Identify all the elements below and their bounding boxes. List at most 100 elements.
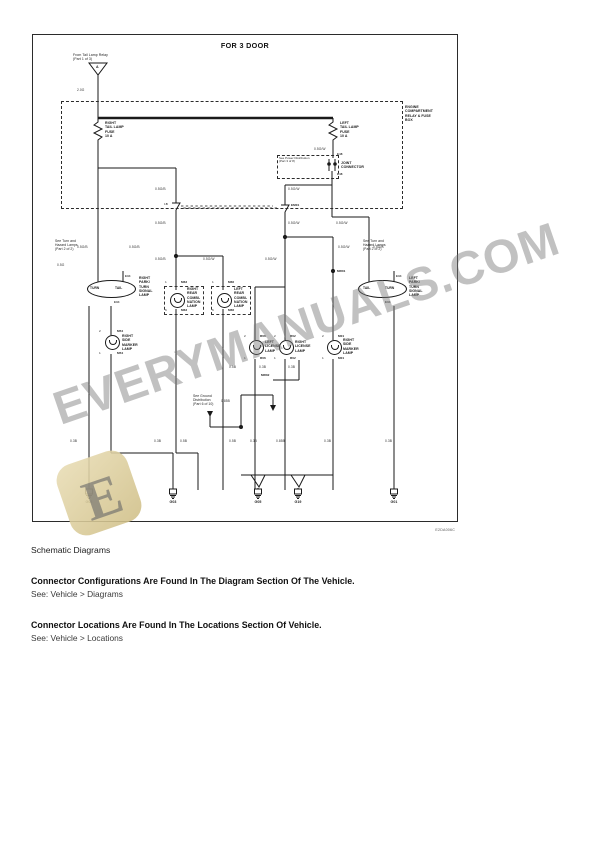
wire-label-left-fuse-out: 0.5G/W <box>314 147 326 151</box>
right-tail-terminal: TAIL <box>115 286 123 290</box>
node-mr01-label: MR01 <box>337 269 346 273</box>
ground-g03 <box>166 487 180 505</box>
turn-hazard-note-left: See Turn and Hazard Lamps (Part 2 of 2) <box>363 239 386 252</box>
turn-hazard-note-right: See Turn and Hazard Lamps (Part 2 of 2) <box>55 239 78 252</box>
right-license-lamp-bulb <box>279 340 294 355</box>
connector-e34-r2: E34 <box>114 300 120 304</box>
node-mr02-label: MR02 <box>261 373 270 377</box>
wire-label-a3: 0.5G/W <box>288 187 300 191</box>
connector-m66-bottom: M66 <box>228 308 235 312</box>
right-park-turn-signal-lamp-connector <box>87 280 136 298</box>
connector-m54-top: M54 <box>117 329 124 333</box>
wire-label-b2: 0.3B <box>154 439 161 443</box>
right-side-marker-lamp-2-bulb <box>327 340 342 355</box>
connector-m54-bottom: M54 <box>117 351 124 355</box>
connector-locations-line: Connector Locations Are Found In The Loc… <box>31 620 322 630</box>
wire-label-b4: 0.5B <box>229 439 236 443</box>
engine-compartment-fuse-box-outline <box>61 101 403 209</box>
left-park-turn-signal-lamp-connector <box>358 280 407 298</box>
pin-m63-bottom: 6 <box>165 308 167 312</box>
wire-label-b1: 0.3B <box>70 439 77 443</box>
connector-m66-top: M66 <box>228 280 235 284</box>
connector-e34-r1: E34 <box>125 274 131 278</box>
ground-g05 <box>251 487 265 505</box>
ground-g19 <box>291 487 305 505</box>
pin-m66-bottom: 6 <box>212 308 214 312</box>
ground-g05-label: G05 <box>254 500 262 504</box>
left-turn-terminal: TURN <box>385 286 395 290</box>
wiring-diagram: FOR 3 DOOR <box>32 34 458 532</box>
connector-e48-lower: E48 <box>337 172 343 176</box>
ground-g01 <box>387 487 401 505</box>
wire-label-a11: 0.5G/W <box>338 245 350 249</box>
connector-m01-bottom: M01 <box>338 356 345 360</box>
wire-label-a9: 0.5G/W <box>203 257 215 261</box>
pin-r06-top: 2 <box>244 334 246 338</box>
right-rear-combination-lamp-bulb <box>170 293 185 308</box>
connector-e34-l2: E34 <box>385 300 391 304</box>
connector-configurations-see: See: Vehicle > Diagrams <box>31 589 123 599</box>
wire-label-a4: 0.5G/W <box>288 221 300 225</box>
joint-connector-label: JOINT CONNECTOR <box>341 161 364 170</box>
right-side-marker-lamp-bulb <box>105 335 120 350</box>
pin-r02-bottom: 1 <box>274 356 276 360</box>
wire-label-b12: 0.3B <box>385 439 392 443</box>
right-side-marker-lamp-label: RIGHT SIDE MARKER LAMP <box>122 334 138 351</box>
left-tail-terminal: TAIL <box>363 286 371 290</box>
power-distribution-note: See Power Distribution (Part 3 of 8) <box>279 156 310 164</box>
source-marker-label: A <box>96 65 99 69</box>
connector-em01-label: EM01 <box>291 203 300 207</box>
right-tail-lamp-fuse-label: RIGHT TAIL LAMP FUSE 10 A <box>105 121 124 138</box>
ground-g01-label: G01 <box>390 500 398 504</box>
wire-label-turn-right: 0.5G <box>57 263 65 267</box>
left-tail-lamp-fuse-label: LEFT TAIL LAMP FUSE 10 A <box>340 121 359 138</box>
wire-label-b3: 0.5B <box>180 439 187 443</box>
right-turn-terminal: TURN <box>90 286 100 290</box>
wire-label-b6: 0.3B <box>259 365 266 369</box>
pin-r02-top: 2 <box>274 334 276 338</box>
connector-1b-label: 1B <box>164 202 168 206</box>
ground-g19-label: G19 <box>294 500 302 504</box>
wire-label-a5: 0.5G/W <box>336 221 348 225</box>
connector-e48-upper: E48 <box>337 152 343 156</box>
right-park-turn-signal-lamp-label: RIGHT PARK/ TURN SIGNAL LAMP <box>139 276 153 298</box>
connector-r06-bottom: R06 <box>260 356 266 360</box>
pin-m66-top: 1 <box>212 280 214 284</box>
connector-r06-top: R06 <box>260 334 266 338</box>
wire-artwork <box>88 62 395 490</box>
wire-label-b9: 0.3B <box>250 439 257 443</box>
wire-label-a12: 0.5G/B <box>373 245 384 249</box>
connector-m63-bottom: M63 <box>181 308 188 312</box>
left-license-lamp-bulb <box>249 340 264 355</box>
source-note: From Tail Lamp Relay (Part 1 of 3) <box>73 53 108 62</box>
connector-m63-top: M63 <box>181 280 188 284</box>
left-rear-combination-lamp-bulb <box>217 293 232 308</box>
left-park-turn-signal-lamp-label: LEFT PARK/ TURN SIGNAL LAMP <box>409 276 423 298</box>
left-license-lamp-label: LEFT LICENSE LAMP <box>265 340 281 353</box>
connector-r02-top: R02 <box>290 334 296 338</box>
wire-label-a6: 0.5G/B <box>77 245 88 249</box>
schematic-diagrams-heading: Schematic Diagrams <box>31 545 111 555</box>
connector-e34-l1: E34 <box>396 274 402 278</box>
left-rear-combination-lamp-outline <box>211 286 251 315</box>
right-side-marker-lamp-2-label: RIGHT SIDE MARKER LAMP <box>343 338 359 355</box>
left-rear-combination-lamp-label: LEFT REAR COMBI- NATION LAMP <box>234 287 248 309</box>
pin-m01-bottom: 1 <box>322 356 324 360</box>
wire-label-source: 2.0G <box>77 88 85 92</box>
wire-label-a10: 0.5G/W <box>265 257 277 261</box>
connector-configurations-line: Connector Configurations Are Found In Th… <box>31 576 355 586</box>
power-distribution-callout-outline <box>277 155 339 179</box>
wire-label-b10: 0.85B <box>276 439 285 443</box>
ground-g02-label: G02 <box>85 500 93 504</box>
diagram-title: FOR 3 DOOR <box>220 41 270 50</box>
pin-m54-bottom: 1 <box>99 351 101 355</box>
pin-m01-top: 2 <box>322 334 324 338</box>
right-rear-combination-lamp-label: RIGHT REAR COMBI- NATION LAMP <box>187 287 201 309</box>
wire-label-b11: 0.3B <box>324 439 331 443</box>
wire-label-a1: 0.5G/B <box>155 187 166 191</box>
ground-g03-label: G03 <box>169 500 177 504</box>
connector-r02-bottom: R02 <box>290 356 296 360</box>
wire-label-a2: 0.5G/B <box>155 221 166 225</box>
pin-r06-bottom: 1 <box>244 356 246 360</box>
